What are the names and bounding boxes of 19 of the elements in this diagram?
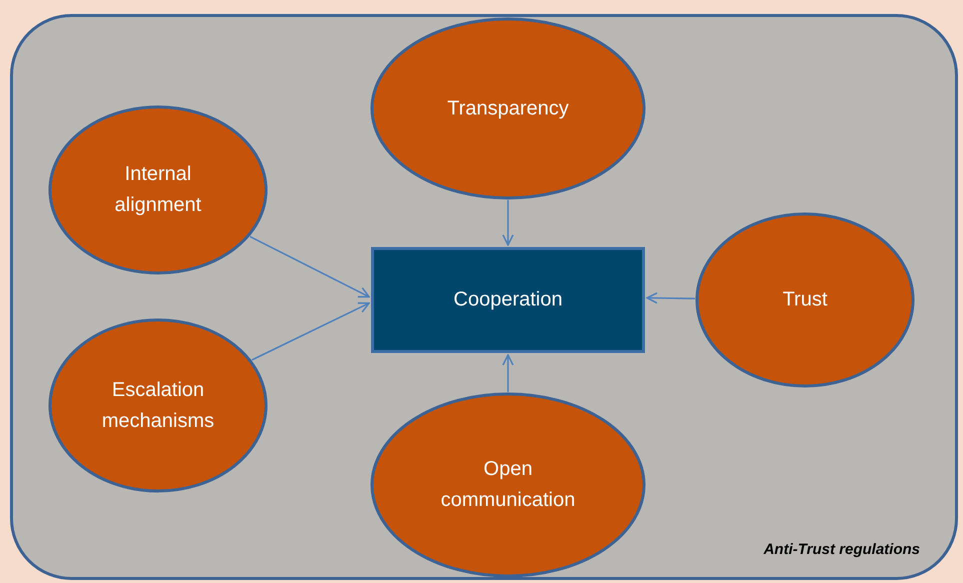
factor-ellipse xyxy=(695,212,915,388)
arrow xyxy=(252,302,370,361)
factor-ellipse xyxy=(370,17,646,200)
factor-ellipse xyxy=(370,392,646,578)
arrow xyxy=(646,292,696,304)
region-frame xyxy=(10,14,958,580)
node-label: Escalation mechanisms xyxy=(100,378,216,434)
arrow xyxy=(502,354,514,392)
arrow xyxy=(502,200,514,246)
arrow xyxy=(250,236,370,298)
factor-ellipse xyxy=(48,318,268,493)
central-box xyxy=(371,247,645,353)
node-label: Cooperation xyxy=(452,288,564,312)
node-label: Transparency xyxy=(446,96,570,121)
factor-ellipse xyxy=(48,105,268,275)
node-label: Trust xyxy=(782,288,828,312)
node-label: Open communication xyxy=(440,457,576,513)
region-label: Anti-Trust regulations xyxy=(764,541,920,558)
node-label: Internal alignment xyxy=(114,162,202,218)
